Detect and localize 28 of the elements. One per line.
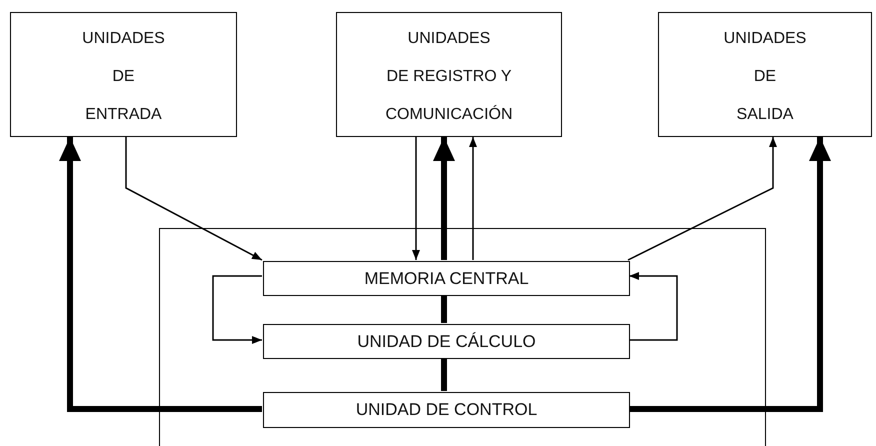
unit-label: UNIDAD DE CONTROL: [356, 401, 538, 419]
unit-box: [263, 392, 630, 428]
unit-box: [263, 324, 630, 359]
unit-label: ENTRADA: [85, 106, 162, 124]
arrow: [628, 137, 777, 261]
unit-box: [658, 12, 872, 137]
unit-box: [10, 12, 237, 137]
unit-label: MEMORIA CENTRAL: [364, 270, 529, 288]
frame-box: [159, 228, 766, 446]
unit-label: UNIDADES: [408, 30, 490, 48]
unit-label: DE: [754, 68, 776, 86]
arrow: [212, 275, 262, 344]
unit-label: COMUNICACIÓN: [385, 106, 513, 124]
unit-label: DE: [112, 68, 135, 86]
unit-label: UNIDADES: [82, 30, 165, 48]
thick-arrow: [59, 137, 262, 412]
arrow: [125, 137, 262, 261]
thick-arrow: [629, 137, 831, 412]
unit-label: DE REGISTRO Y: [386, 68, 512, 86]
arrow: [469, 137, 477, 260]
unit-box: [336, 12, 562, 137]
arrow: [629, 272, 678, 341]
unit-label: UNIDAD DE CÁLCULO: [357, 332, 536, 350]
unit-box: [263, 261, 630, 296]
unit-label: SALIDA: [736, 106, 794, 124]
arrow: [412, 137, 420, 260]
thick-arrow: [433, 137, 455, 260]
unit-label: UNIDADES: [724, 30, 806, 48]
